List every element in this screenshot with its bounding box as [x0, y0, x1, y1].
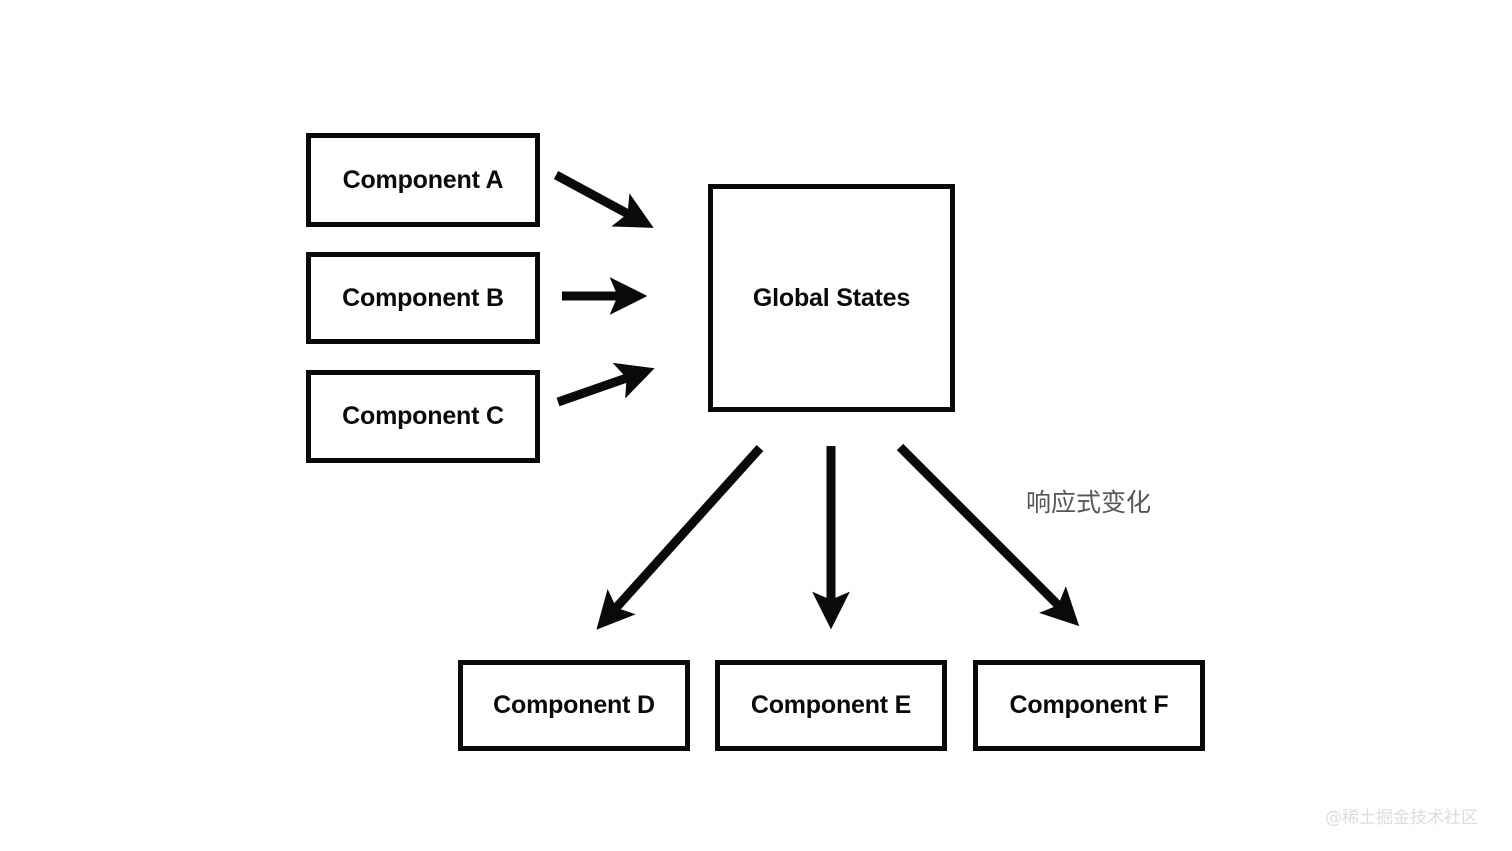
- node-global-states-label: Global States: [752, 283, 911, 312]
- reactive-change-annotation: 响应式变化: [1026, 488, 1152, 517]
- node-component-a[interactable]: Component A: [306, 133, 540, 227]
- node-component-f-label: Component F: [1009, 691, 1169, 719]
- node-global-states[interactable]: Global States: [708, 184, 955, 412]
- edge-global-to-f: [896, 443, 1080, 627]
- node-component-e[interactable]: Component E: [715, 660, 947, 751]
- node-component-c[interactable]: Component C: [306, 370, 540, 463]
- edge-a-to-global: [553, 171, 654, 228]
- watermark: @稀土掘金技术社区: [1325, 808, 1478, 828]
- node-component-e-label: Component E: [750, 691, 912, 719]
- node-component-c-label: Component C: [342, 402, 504, 430]
- edge-c-to-global: [556, 362, 655, 407]
- node-component-b-label: Component B: [342, 283, 504, 312]
- node-component-a-label: Component A: [342, 165, 504, 194]
- node-component-b[interactable]: Component B: [306, 252, 540, 344]
- edge-global-to-d: [596, 444, 764, 630]
- node-component-d[interactable]: Component D: [458, 660, 690, 751]
- node-component-d-label: Component D: [493, 691, 655, 719]
- node-component-f[interactable]: Component F: [973, 660, 1205, 751]
